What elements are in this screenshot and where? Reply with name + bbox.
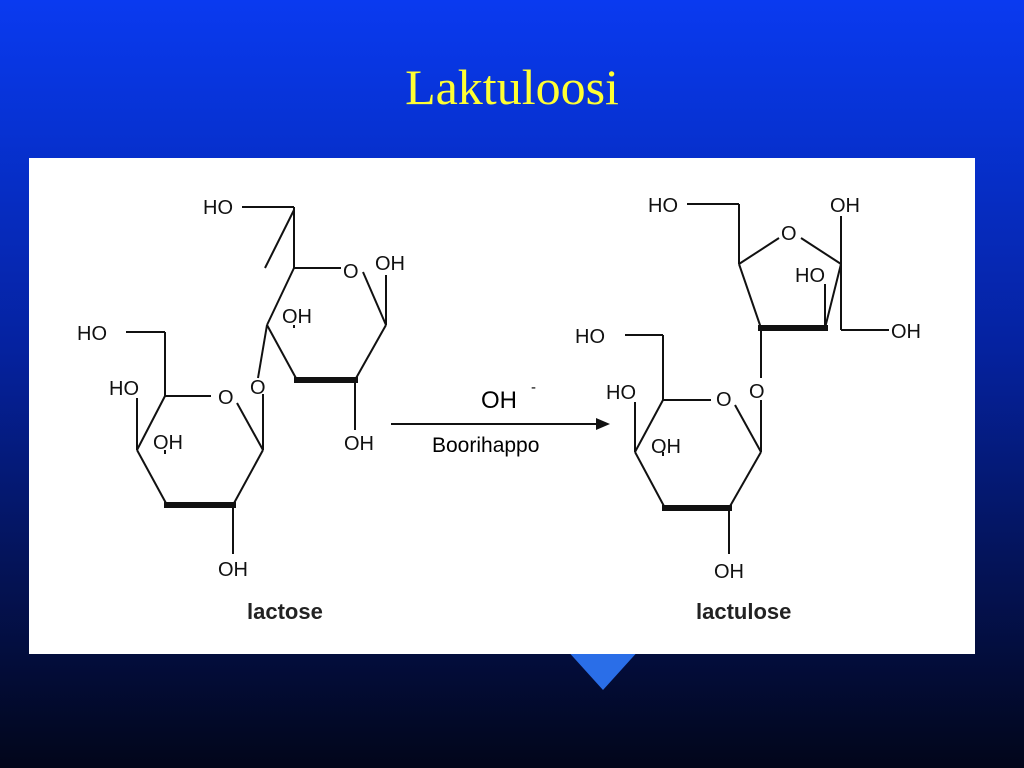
lactulose-ring-o-furanose-label: O	[781, 223, 797, 245]
lactose-name-label: lactose	[247, 599, 323, 624]
lactulose-ho-lower-label: HO	[606, 382, 636, 404]
lactose-upper-ring	[242, 206, 387, 430]
slide-title: Laktuloosi	[405, 59, 619, 115]
reagent-boric-acid-label: Boorihappo	[432, 434, 539, 457]
lactulose-ho-top-label: HO	[648, 195, 678, 217]
reagent-charge-superscript: -	[531, 379, 536, 396]
lactulose-pyranose-ring	[625, 334, 762, 554]
lactose-oh-inner-label: OH	[153, 432, 183, 454]
reaction-arrow	[391, 418, 610, 430]
lactose-ring-o-lower-label: O	[218, 387, 234, 409]
lactulose-oh-inner-label: OH	[651, 436, 681, 458]
lactulose-ho-left-label: HO	[575, 326, 605, 348]
lactulose-link-o-label: O	[749, 381, 765, 403]
lactulose-ho-inner-label: HO	[795, 265, 825, 287]
lactose-oh-bottom-right-label: OH	[344, 433, 374, 455]
lactose-structure: HO O OH OH HO HO OH O O OH OH lactose	[77, 197, 405, 624]
lactose-oh-mid-label: OH	[282, 306, 312, 328]
lactose-ho-lower-label: HO	[109, 378, 139, 400]
lactose-ho-left-label: HO	[77, 323, 107, 345]
lactose-link-o-label: O	[250, 377, 266, 399]
lactose-ho-top-label: HO	[203, 197, 233, 219]
reaction-diagram: HO O OH OH HO HO OH O O OH OH lactose OH…	[77, 195, 921, 624]
lactose-lower-ring	[126, 331, 264, 554]
lactulose-furanose-ring	[687, 203, 889, 378]
lactose-ring-o-upper-label: O	[343, 261, 359, 283]
reagent-hydroxide-label: OH	[481, 387, 517, 414]
lactulose-structure: HO O OH HO OH HO HO OH O O OH lactulose	[575, 195, 921, 624]
reaction-diagram-panel: HO O OH OH HO HO OH O O OH OH lactose OH…	[29, 158, 975, 654]
lactulose-name-label: lactulose	[696, 599, 791, 624]
lactose-oh-bottom-label: OH	[218, 559, 248, 581]
lactulose-ring-o-lower-label: O	[716, 389, 732, 411]
lactose-oh-right-label: OH	[375, 253, 405, 275]
lactulose-oh-bottom-label: OH	[714, 561, 744, 583]
lactulose-oh-right-label: OH	[891, 321, 921, 343]
lactulose-oh-top-right-label: OH	[830, 195, 860, 217]
chevron-down-icon	[565, 648, 641, 690]
